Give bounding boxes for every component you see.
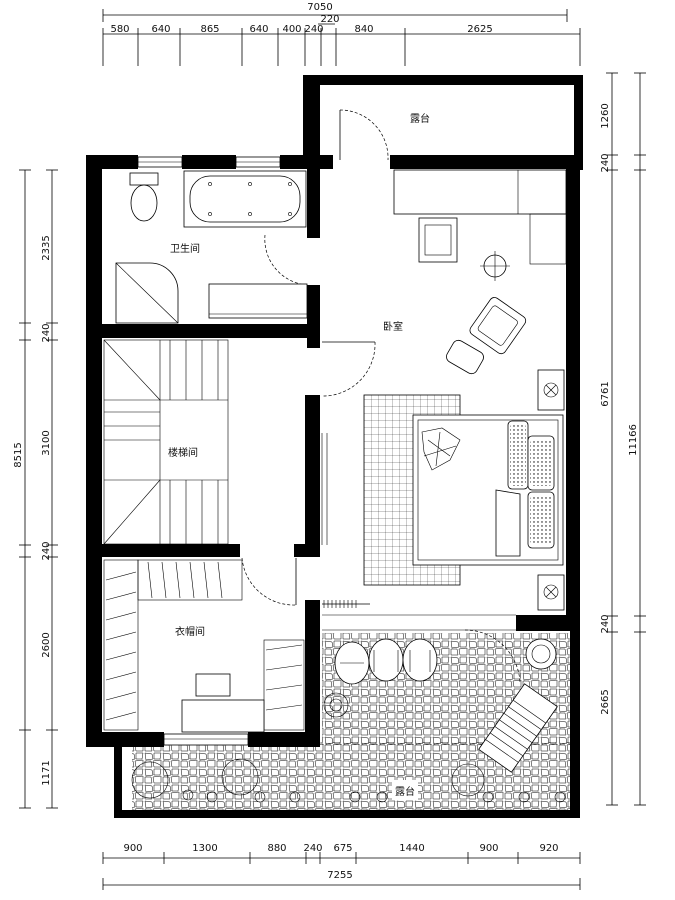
bathroom-label: 卫生间 bbox=[170, 242, 200, 255]
bedroom-label: 卧室 bbox=[383, 320, 403, 333]
walls bbox=[86, 75, 583, 818]
top-seg-7: 840 bbox=[354, 24, 373, 35]
left-seg-6: 1171 bbox=[41, 760, 52, 785]
top-dimension-lines bbox=[102, 9, 581, 66]
right-seg-4: 240 bbox=[600, 614, 611, 633]
top-seg-1: 580 bbox=[110, 24, 129, 35]
bottom-seg-6: 1440 bbox=[399, 843, 424, 854]
closet-label: 衣帽间 bbox=[175, 625, 205, 638]
left-seg-4: 240 bbox=[41, 541, 52, 560]
top-seg-2: 640 bbox=[151, 24, 170, 35]
top-seg-6: 240 bbox=[304, 24, 323, 35]
top-seg-8: 2625 bbox=[467, 24, 492, 35]
bottom-segment-labels: 900 1300 880 240 675 1440 900 920 bbox=[123, 843, 558, 854]
radiator-strip bbox=[322, 600, 370, 608]
bottom-seg-3: 880 bbox=[267, 843, 286, 854]
top-sub-dimension: 220 bbox=[320, 14, 339, 25]
balcony-seating bbox=[334, 638, 558, 773]
windows bbox=[137, 156, 516, 746]
top-total-dimension: 7050 bbox=[307, 2, 332, 13]
bottom-seg-1: 900 bbox=[123, 843, 142, 854]
right-seg-5: 2665 bbox=[600, 689, 611, 714]
top-seg-5: 400 bbox=[282, 24, 301, 35]
bedroom-furniture bbox=[393, 169, 567, 611]
right-total-dimension: 11166 bbox=[628, 424, 639, 456]
right-seg-3: 6761 bbox=[600, 381, 611, 406]
left-seg-3: 3100 bbox=[41, 430, 52, 455]
left-dimension-lines bbox=[19, 169, 58, 809]
right-dimension-lines bbox=[606, 72, 646, 806]
stair-treads bbox=[103, 339, 229, 545]
bottom-seg-5: 675 bbox=[333, 843, 352, 854]
bottom-seg-7: 900 bbox=[479, 843, 498, 854]
bottom-balcony-label-bg bbox=[392, 780, 418, 800]
left-seg-2: 240 bbox=[41, 323, 52, 342]
bathroom-fixtures bbox=[115, 170, 308, 324]
bottom-seg-2: 1300 bbox=[192, 843, 217, 854]
left-total-dimension: 8515 bbox=[13, 442, 24, 467]
stairwell-label: 楼梯间 bbox=[168, 446, 198, 459]
bottom-total-dimension: 7255 bbox=[327, 870, 352, 881]
top-seg-3: 865 bbox=[200, 24, 219, 35]
top-seg-4: 640 bbox=[249, 24, 268, 35]
right-seg-2: 240 bbox=[600, 153, 611, 172]
bottom-balcony-label: 露台 bbox=[395, 785, 415, 798]
left-seg-5: 2600 bbox=[41, 632, 52, 657]
top-segment-labels: 580 640 865 640 400 240 840 2625 bbox=[110, 24, 492, 35]
left-seg-1: 2335 bbox=[41, 235, 52, 260]
bottom-seg-4: 240 bbox=[303, 843, 322, 854]
bottom-dimension-lines bbox=[102, 852, 581, 890]
right-segment-labels: 1260 240 6761 240 2665 bbox=[600, 103, 611, 714]
left-segment-labels: 2335 240 3100 240 2600 1171 bbox=[41, 235, 52, 785]
bottom-seg-8: 920 bbox=[539, 843, 558, 854]
closet-fixtures bbox=[103, 559, 305, 733]
right-seg-1: 1260 bbox=[600, 103, 611, 128]
top-balcony-label: 露台 bbox=[410, 112, 430, 125]
balcony-plants bbox=[131, 692, 566, 803]
bed bbox=[412, 414, 564, 566]
